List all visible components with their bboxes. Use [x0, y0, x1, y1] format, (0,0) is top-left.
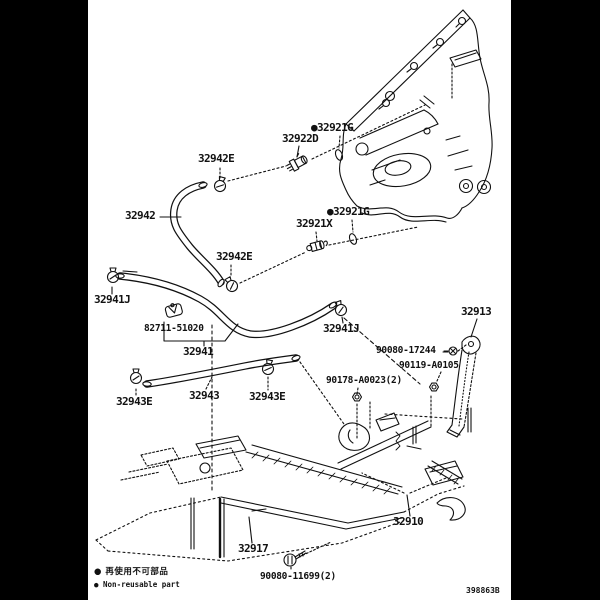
part-label-32917: 32917 [238, 542, 269, 555]
o-ring-icon-32921g-top [334, 149, 344, 161]
clamp-icon-32941j-left [106, 267, 120, 284]
clamp-icon-32943e-right [261, 359, 275, 376]
nut-icon-90178-a0023 [351, 392, 363, 402]
legend-non-reusable-en: ● Non-reusable part [94, 580, 180, 589]
o-ring-icon-32921g-mid [348, 233, 358, 245]
part-label-32943: 32943 [189, 389, 220, 402]
part-label-32942: 32942 [125, 209, 156, 222]
part-label-90178-a0023: 90178-A0023(2) [326, 375, 402, 386]
part-label-32910: 32910 [393, 515, 424, 528]
bolt-icon-90080-17244 [443, 346, 458, 356]
part-label-32943e-right: 32943E [249, 390, 286, 403]
part-label-32913: 32913 [461, 305, 492, 318]
part-label-90080-17244: 90080-17244 [376, 345, 436, 356]
part-label-32921g-mid: ●32921G [327, 205, 370, 218]
sensor-icon-32921x [306, 240, 328, 252]
paper-area [88, 0, 511, 600]
union-fitting-icon-32922d [286, 153, 308, 172]
part-label-82711-51020: 82711-51020 [144, 323, 204, 334]
part-label-32943e-left: 32943E [116, 395, 153, 408]
part-label-32941: 32941 [183, 345, 214, 358]
part-label-32941j-left: 32941J [94, 293, 131, 306]
part-label-32921x: 32921X [296, 217, 333, 230]
clamp-icon-32941j-right [334, 299, 348, 317]
part-label-32921g-top: ●32921G [311, 121, 354, 134]
legend-non-reusable-jp: ● 再使用不可部品 [94, 567, 169, 577]
hose-32942-drawing [169, 181, 225, 288]
clamp-icon-32942e-mid [224, 276, 239, 293]
leader-lines [111, 104, 478, 572]
part-label-90119-a0105: 90119-A0105 [399, 360, 459, 371]
clip-icon-82711 [164, 303, 183, 318]
part-label-32942e-mid: 32942E [216, 250, 253, 263]
transmission-housing-drawing [338, 9, 493, 223]
lever-cluster-drawing [337, 395, 463, 470]
oil-pan-drawing [95, 460, 466, 562]
sheet-code: 398863B [466, 586, 500, 595]
clamp-icon-32942e-top [213, 175, 227, 193]
strainer-tube-drawing [120, 435, 463, 495]
part-label-90080-11699: 90080-11699(2) [260, 571, 336, 582]
hose-32943-drawing [142, 354, 301, 388]
part-label-32922d: 32922D [282, 132, 319, 145]
part-label-32941j-right: 32941J [323, 322, 360, 335]
clamp-icon-32943e-left [129, 368, 143, 385]
hose-32941-drawing [115, 272, 338, 339]
nut-icon-90119-a0105 [428, 382, 440, 392]
bracket-32913-drawing [446, 335, 481, 438]
part-label-32942e-top: 32942E [198, 152, 235, 165]
